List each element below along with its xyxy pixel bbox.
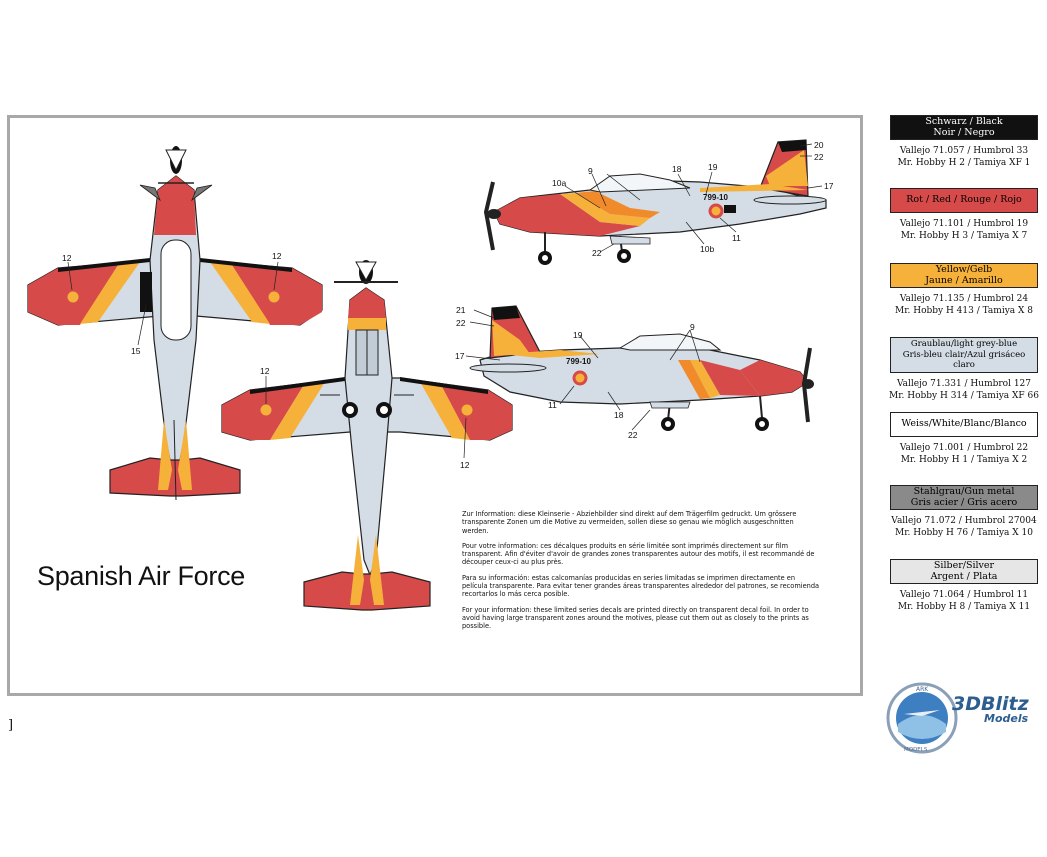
callout-label: 17: [824, 181, 834, 191]
swatch-label: Argent / Plata: [930, 570, 998, 582]
paint-line: Vallejo 71.072 / Humbrol 27004: [891, 516, 1037, 526]
side-view-left-aircraft: 799-10: [469, 305, 814, 431]
swatch-label: Yellow/Gelb: [935, 264, 993, 275]
aircraft-drawings: 799-10 799-10: [27, 139, 834, 611]
color-swatch-silver: Silber/Silver Argent / Plata: [890, 559, 1038, 584]
swatch-label: Jaune / Amarillo: [925, 274, 1003, 286]
paint-line: Mr. Hobby H 76 / Tamiya X 10: [894, 528, 1033, 538]
callout-label: 18: [614, 410, 624, 420]
color-swatch-white: Weiss/White/Blanc/Blanco: [890, 412, 1038, 437]
legend-entry-silver: Silber/Silver Argent / Plata Vallejo 71.…: [884, 559, 1044, 613]
callout-label: 10b: [700, 244, 714, 254]
side-view-right-aircraft: 799-10: [483, 139, 827, 265]
callout-label: 12: [260, 366, 270, 376]
swatch-label: Weiss/White/Blanc/Blanco: [901, 418, 1027, 430]
paint-line: Vallejo 71.135 / Humbrol 24: [899, 294, 1029, 304]
callout-labels: 12 12 15 12 12 10a 9 18 19 20 22 17 11 1…: [62, 140, 834, 470]
note-french: Pour votre information: ces décalques pr…: [462, 541, 815, 567]
logo-ring-text: MODELS: [904, 747, 928, 753]
callout-label: 17: [455, 351, 465, 361]
paint-line: Vallejo 71.101 / Humbrol 19: [899, 219, 1029, 229]
callout-label: 9: [690, 322, 695, 332]
paint-codes: Vallejo 71.331 / Humbrol 127 Mr. Hobby H…: [884, 378, 1044, 402]
side2-tail-code: 799-10: [566, 357, 591, 366]
paint-line: Vallejo 71.331 / Humbrol 127: [896, 378, 1031, 389]
sheet-title: Spanish Air Force: [37, 561, 245, 591]
paint-line: Mr. Hobby H 314 / Tamiya XF 66: [889, 390, 1039, 401]
brand-logo: ARK MODELS 3DBlitz Models: [886, 682, 1030, 754]
swatch-label: Gris-bleu clair/Azul grisáceo claro: [902, 349, 1026, 371]
paint-line: Mr. Hobby H 413 / Tamiya X 8: [894, 306, 1033, 316]
callout-label: 22: [814, 152, 824, 162]
logo-brand: 3DBlitz: [952, 693, 1030, 715]
paint-line: Mr. Hobby H 2 / Tamiya XF 1: [897, 158, 1031, 168]
paint-line: Mr. Hobby H 8 / Tamiya X 11: [897, 602, 1031, 612]
note-english: For your information: these limited seri…: [462, 605, 809, 631]
color-swatch-yellow: Yellow/Gelb Jaune / Amarillo: [890, 263, 1038, 288]
paint-line: Mr. Hobby H 3 / Tamiya X 7: [900, 231, 1028, 241]
paint-codes: Vallejo 71.064 / Humbrol 11 Mr. Hobby H …: [884, 589, 1044, 613]
logo-sub: Models: [984, 712, 1029, 725]
color-swatch-red: Rot / Red / Rouge / Rojo: [890, 188, 1038, 213]
swatch-label: Silber/Silver: [933, 560, 995, 571]
color-swatch-gun-metal: Stahlgrau/Gun metal Gris acier / Gris ac…: [890, 485, 1038, 510]
swatch-label: Stahlgrau/Gun metal: [913, 486, 1015, 497]
callout-label: 11: [732, 233, 741, 243]
legend-entry-red: Rot / Red / Rouge / Rojo Vallejo 71.101 …: [884, 188, 1044, 242]
paint-line: Vallejo 71.057 / Humbrol 33: [899, 146, 1029, 156]
callout-label: 9: [588, 166, 593, 176]
top-view-aircraft: [27, 146, 323, 501]
legend-entry-gun-metal: Stahlgrau/Gun metal Gris acier / Gris ac…: [884, 485, 1044, 539]
swatch-label: Gris acier / Gris acero: [910, 496, 1018, 508]
callout-label: 11: [548, 400, 557, 410]
callout-label: 15: [131, 346, 141, 356]
legend-entry-grey-blue: Graublau/light grey-blue Gris-bleu clair…: [884, 337, 1044, 402]
color-swatch-grey-blue: Graublau/light grey-blue Gris-bleu clair…: [890, 337, 1038, 373]
legend-entry-white: Weiss/White/Blanc/Blanco Vallejo 71.001 …: [884, 412, 1044, 466]
bottom-view-aircraft: [221, 260, 513, 611]
side1-tail-code: 799-10: [703, 193, 728, 202]
callout-label: 12: [272, 251, 282, 261]
paint-line: Vallejo 71.064 / Humbrol 11: [899, 590, 1029, 600]
paint-line: Vallejo 71.001 / Humbrol 22: [899, 443, 1029, 453]
callout-label: 19: [708, 162, 718, 172]
legend-entry-black: Schwarz / Black Noir / Negro Vallejo 71.…: [884, 115, 1044, 169]
paint-codes: Vallejo 71.001 / Humbrol 22 Mr. Hobby H …: [884, 442, 1044, 466]
callout-leaders: [67, 143, 823, 459]
color-swatch-black: Schwarz / Black Noir / Negro: [890, 115, 1038, 140]
callout-label: 18: [672, 164, 682, 174]
swatch-label: Graublau/light grey-blue: [910, 339, 1018, 349]
callout-label: 22: [456, 318, 466, 328]
logo-seal-text: ARK: [916, 686, 929, 693]
callout-label: 12: [460, 460, 470, 470]
callout-label: 10a: [552, 178, 566, 188]
paint-codes: Vallejo 71.072 / Humbrol 27004 Mr. Hobby…: [884, 515, 1044, 539]
callout-label: 20: [814, 140, 824, 150]
note-german: Zur Information: diese Kleinserie - Abzi…: [462, 510, 797, 535]
callout-label: 12: [62, 253, 72, 263]
note-spanish: Para su información: estas calcomanías p…: [462, 573, 820, 599]
callout-label: 22: [628, 430, 638, 440]
instructions-text: Zur Information: diese Kleinserie - Abzi…: [462, 510, 822, 638]
stray-bracket: ]: [8, 718, 14, 733]
swatch-label: Rot / Red / Rouge / Rojo: [906, 194, 1022, 206]
swatch-label: Noir / Negro: [933, 126, 995, 138]
paint-codes: Vallejo 71.057 / Humbrol 33 Mr. Hobby H …: [884, 145, 1044, 169]
callout-label: 22: [592, 248, 602, 258]
paint-codes: Vallejo 71.135 / Humbrol 24 Mr. Hobby H …: [884, 293, 1044, 317]
paint-line: Mr. Hobby H 1 / Tamiya X 2: [900, 455, 1028, 465]
paint-codes: Vallejo 71.101 / Humbrol 19 Mr. Hobby H …: [884, 218, 1044, 242]
callout-label: 21: [456, 305, 466, 315]
swatch-label: Schwarz / Black: [925, 116, 1003, 127]
legend-entry-yellow: Yellow/Gelb Jaune / Amarillo Vallejo 71.…: [884, 263, 1044, 317]
callout-label: 19: [573, 330, 583, 340]
